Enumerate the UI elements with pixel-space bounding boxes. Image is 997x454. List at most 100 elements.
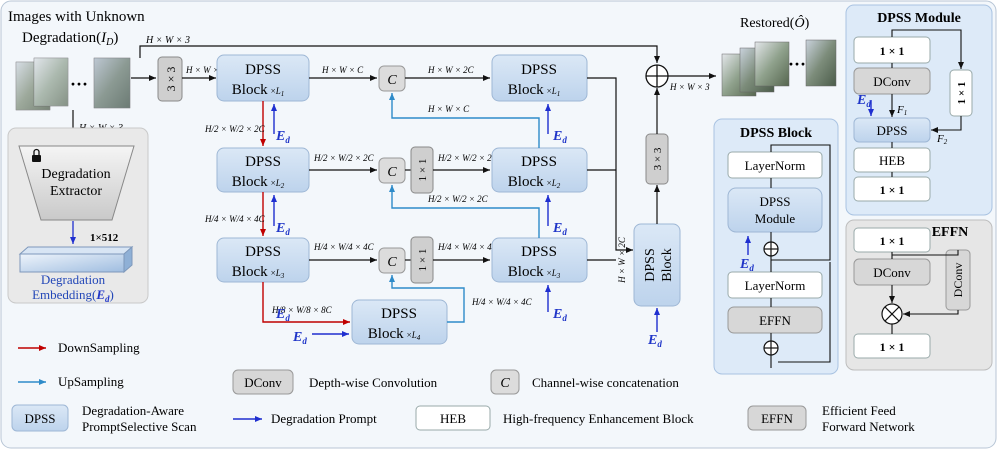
svg-text:DPSS: DPSS	[521, 62, 557, 78]
svg-text:Block×L1: Block×L1	[232, 82, 284, 98]
svg-text:H × W × C: H × W × C	[321, 65, 364, 75]
svg-text:Ed: Ed	[552, 129, 567, 145]
svg-text:HEB: HEB	[879, 153, 905, 168]
svg-text:C: C	[387, 165, 397, 180]
ed-label: Ed	[275, 129, 290, 145]
skip-dim-label: H × W × 3	[145, 35, 190, 46]
svg-text:H × W × C: H × W × C	[427, 104, 470, 114]
svg-text:H × W × 2C: H × W × 2C	[427, 65, 475, 75]
legend-upsampling: UpSampling	[58, 374, 124, 389]
dpss-module-in-block	[727, 187, 823, 233]
legend-effn-desc-1: Efficient Feed	[822, 403, 896, 418]
svg-text:DPSS: DPSS	[24, 411, 55, 426]
svg-text:LayerNorm: LayerNorm	[745, 158, 806, 173]
svg-text:DPSS: DPSS	[521, 154, 557, 170]
svg-text:DPSS: DPSS	[245, 62, 281, 78]
svg-text:DConv: DConv	[873, 265, 911, 280]
embedding-dim: 1×512	[90, 232, 119, 244]
svg-text:Ed: Ed	[275, 221, 290, 237]
legend-dpss-desc-2: PromptSelective Scan	[82, 419, 197, 434]
legend-heb-desc: High-frequency Enhancement Block	[503, 411, 694, 426]
legend-dconv-box	[232, 369, 294, 395]
legend-dpss-box	[11, 404, 69, 432]
add-node-2	[763, 340, 779, 356]
conv3x3-input-label: 3 × 3	[164, 67, 178, 92]
legend-effn-desc-2: Forward Network	[822, 419, 915, 434]
embedding-label-2: Embedding(Ed)	[32, 287, 114, 304]
output-title: Restored(Ô)	[740, 14, 810, 31]
svg-text:DConv: DConv	[951, 263, 965, 298]
effn-panel-title: EFFN	[932, 225, 969, 240]
svg-text:Block×L3: Block×L3	[232, 264, 285, 280]
lock-icon	[32, 148, 41, 162]
svg-text:Ed: Ed	[856, 93, 871, 109]
dpss-block-panel-title: DPSS Block	[740, 126, 812, 141]
legend-prompt-desc: Degradation Prompt	[271, 411, 377, 426]
svg-text:Module: Module	[755, 211, 796, 226]
embedding-label-1: Degradation	[41, 272, 106, 287]
effn-in-block	[727, 306, 823, 334]
svg-text:DPSS: DPSS	[521, 244, 557, 260]
svg-text:DPSS: DPSS	[759, 194, 790, 209]
input-title-line1: Images with Unknown	[8, 9, 145, 25]
upsampling-arrows	[389, 93, 540, 323]
svg-text:1 × 1: 1 × 1	[880, 234, 905, 248]
svg-text:1 × 1: 1 × 1	[880, 44, 905, 58]
svg-text:DPSS: DPSS	[643, 248, 658, 281]
svg-text:Block×L2: Block×L2	[508, 174, 561, 190]
extractor-label-1: Degradation	[41, 167, 110, 182]
legend-dconv-desc: Depth-wise Convolution	[309, 375, 438, 390]
svg-text:H/4 × W/4 × 4C: H/4 × W/4 × 4C	[471, 297, 533, 307]
f2-label: F2	[936, 133, 948, 146]
residual-add	[645, 64, 669, 88]
svg-text:H/4 × W/4 × 4C: H/4 × W/4 × 4C	[313, 242, 375, 252]
legend-dpss-desc-1: Degradation-Aware	[82, 403, 184, 418]
svg-text:1 × 1: 1 × 1	[417, 159, 429, 182]
multiply-node	[881, 303, 903, 325]
svg-text:···: ···	[70, 74, 88, 94]
svg-text:Ed: Ed	[275, 307, 290, 323]
svg-text:HEB: HEB	[440, 411, 466, 426]
svg-text:C: C	[387, 73, 397, 88]
svg-text:Ed: Ed	[292, 330, 307, 346]
svg-text:Ed: Ed	[552, 307, 567, 323]
svg-text:Ed: Ed	[552, 221, 567, 237]
svg-text:C: C	[500, 376, 510, 391]
svg-text:DPSS: DPSS	[245, 154, 281, 170]
dpss-module-panel-title: DPSS Module	[877, 11, 961, 26]
degradation-prompts	[271, 104, 660, 337]
svg-text:H/2 × W/2 × 2C: H/2 × W/2 × 2C	[204, 124, 266, 134]
svg-text:EFFN: EFFN	[761, 411, 793, 426]
downsampling-arrows	[260, 101, 350, 325]
svg-text:Block×L1: Block×L1	[508, 82, 560, 98]
legend-effn-box	[747, 405, 807, 431]
svg-text:H/4 × W/4 × 4C: H/4 × W/4 × 4C	[437, 242, 499, 252]
svg-text:1 × 1: 1 × 1	[956, 82, 968, 105]
svg-text:Block: Block	[660, 248, 675, 281]
degradation-extractor	[18, 145, 135, 221]
svg-text:Ed: Ed	[647, 333, 662, 349]
svg-text:H/2 × W/2 × 2C: H/2 × W/2 × 2C	[427, 194, 489, 204]
svg-text:H/8 × W/8 × 8C: H/8 × W/8 × 8C	[271, 305, 333, 315]
f1-label: F1	[896, 104, 907, 117]
svg-text:Block×L3: Block×L3	[508, 264, 561, 280]
layernorm-2	[727, 271, 823, 299]
input-images: ···	[15, 57, 131, 111]
layernorm-1	[727, 151, 823, 179]
dim-hwc-1: H × W × C	[185, 65, 228, 75]
svg-text:1 × 1: 1 × 1	[417, 249, 429, 272]
legend-concat-desc: Channel-wise concatenation	[532, 375, 679, 390]
svg-text:H × W × 2C: H × W × 2C	[617, 236, 627, 284]
legend-concat-box	[490, 369, 520, 395]
output-images: ···	[721, 39, 837, 97]
svg-text:1 × 1: 1 × 1	[880, 183, 905, 197]
svg-text:LayerNorm: LayerNorm	[745, 278, 806, 293]
legend: DownSampling UpSampling DConv Depth-wise…	[11, 340, 915, 434]
svg-text:DConv: DConv	[873, 74, 911, 89]
svg-text:DConv: DConv	[244, 375, 282, 390]
conv3x3-input	[157, 56, 183, 102]
svg-text:DPSS: DPSS	[381, 306, 417, 322]
svg-text:C: C	[387, 255, 397, 270]
